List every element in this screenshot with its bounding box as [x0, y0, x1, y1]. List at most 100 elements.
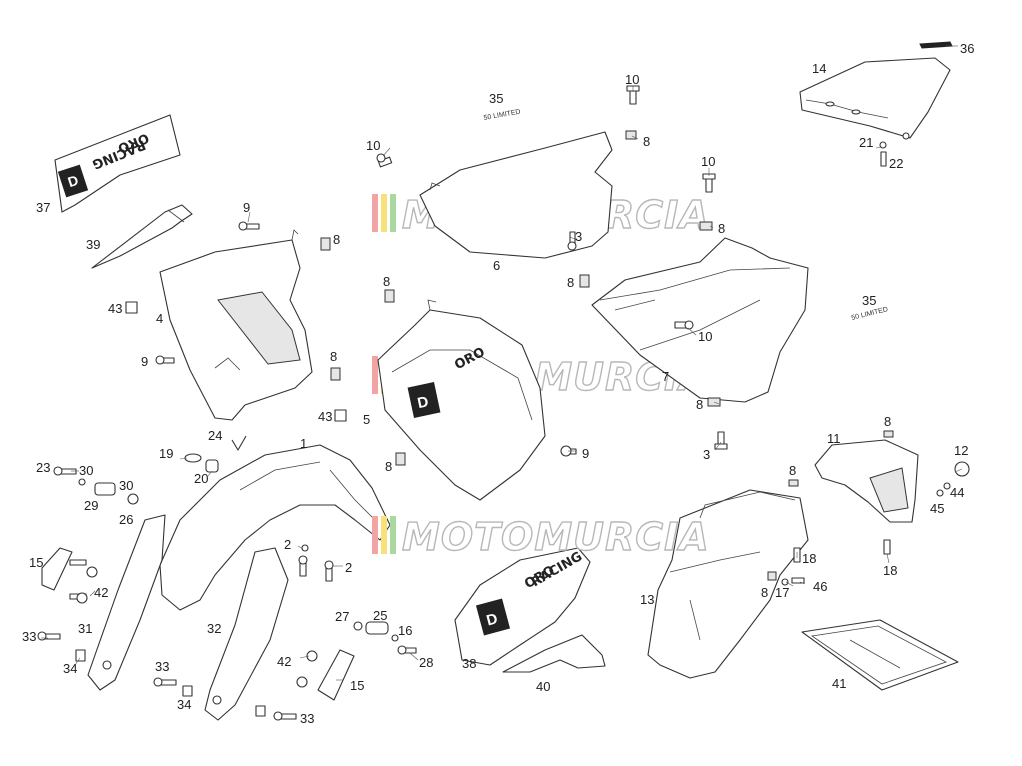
- callout-8: 8: [383, 274, 390, 289]
- callout-27: 27: [335, 609, 349, 624]
- washer-42a-icon: [86, 566, 98, 578]
- washer-17-icon: [781, 578, 789, 586]
- watermark-bottom: MOTOMURCIA: [372, 514, 710, 560]
- callout-29: 29: [84, 498, 98, 513]
- decal-letter: D: [66, 172, 81, 190]
- clip-24-icon: [231, 435, 247, 451]
- screw-10b-icon: [376, 153, 393, 168]
- watermark-stripe-yellow: [381, 516, 387, 554]
- callout-10: 10: [366, 138, 380, 153]
- watermark-stripe-green: [390, 516, 396, 554]
- screw-2b-icon: [324, 560, 334, 582]
- part-27-icon: [353, 621, 363, 631]
- callout-41: 41: [832, 676, 846, 691]
- screw-3b-icon: [714, 431, 728, 450]
- callout-26: 26: [119, 512, 133, 527]
- washer-42b-icon: [76, 592, 88, 604]
- callout-40: 40: [536, 679, 550, 694]
- callout-44: 44: [950, 485, 964, 500]
- callout-34: 34: [63, 661, 77, 676]
- washer-21-icon: [879, 141, 887, 149]
- callout-45: 45: [930, 501, 944, 516]
- callout-22: 22: [889, 156, 903, 171]
- screw-9b-icon: [155, 355, 175, 365]
- callout-8: 8: [789, 463, 796, 478]
- watermark-text: MOTOMURCIA: [402, 515, 710, 559]
- part-19-icon: [184, 453, 202, 463]
- callout-10: 10: [625, 72, 639, 87]
- callout-8: 8: [643, 134, 650, 149]
- screw-23-icon: [53, 466, 77, 476]
- clip-8d-icon: [384, 289, 395, 303]
- callout-9: 9: [141, 354, 148, 369]
- callout-33: 33: [22, 629, 36, 644]
- hardware: [37, 85, 970, 721]
- spacer-34b-icon: [182, 685, 193, 697]
- screw-33c-icon: [273, 711, 297, 721]
- callout-8: 8: [696, 397, 703, 412]
- callout-4: 4: [156, 311, 163, 326]
- screw-28-icon: [397, 645, 417, 655]
- washer-42d-icon: [296, 676, 308, 688]
- pad-43b-icon: [334, 409, 347, 422]
- callout-36: 36: [960, 41, 974, 56]
- part-14-seat: [799, 57, 951, 140]
- washer-30a-icon: [78, 478, 86, 486]
- clamp-25-icon: [365, 621, 389, 635]
- callout-8: 8: [761, 585, 768, 600]
- clip-8b-icon: [320, 237, 331, 251]
- clamp-29-icon: [94, 482, 116, 496]
- callout-14: 14: [812, 61, 826, 76]
- callout-33: 33: [155, 659, 169, 674]
- callout-31: 31: [78, 621, 92, 636]
- callout-9: 9: [582, 446, 589, 461]
- clip-8e-icon: [579, 274, 590, 288]
- callout-3: 3: [575, 229, 582, 244]
- watermark-stripe-green: [390, 194, 396, 232]
- callout-43: 43: [108, 301, 122, 316]
- callout-21: 21: [859, 135, 873, 150]
- callout-3: 3: [703, 447, 710, 462]
- callout-28: 28: [419, 655, 433, 670]
- callout-43: 43: [318, 409, 332, 424]
- limited-text-a: 50 LIMITED: [483, 109, 521, 122]
- watermark-stripe-red: [372, 194, 378, 232]
- callout-19: 19: [159, 446, 173, 461]
- screw-22-icon: [880, 151, 887, 167]
- screw-2a-icon: [298, 555, 308, 577]
- part-39-bracket: [91, 204, 193, 269]
- decal-letter: D: [416, 393, 430, 412]
- callout-8: 8: [330, 349, 337, 364]
- washer-16-icon: [391, 634, 399, 642]
- clip-8f-icon: [330, 367, 341, 381]
- callout-46: 46: [813, 579, 827, 594]
- screw-9a-icon: [238, 221, 260, 231]
- part-11-tail-bracket: [814, 439, 919, 523]
- callout-42: 42: [277, 654, 291, 669]
- plate-15a-icon: [41, 547, 87, 600]
- callout-33: 33: [300, 711, 314, 726]
- part-13-rear-fender: [647, 489, 809, 679]
- part-37-decal: D ORO RACING: [54, 114, 181, 213]
- callout-10: 10: [698, 329, 712, 344]
- washer-45-icon: [936, 489, 944, 497]
- callout-7: 7: [662, 369, 669, 384]
- callout-38: 38: [462, 656, 476, 671]
- callout-34: 34: [177, 697, 191, 712]
- callout-18: 18: [802, 551, 816, 566]
- washer-2-icon: [301, 544, 309, 552]
- callout-10: 10: [701, 154, 715, 169]
- part-36-strip: [919, 41, 953, 49]
- washer-44-icon: [943, 482, 951, 490]
- clip-8i-icon: [883, 430, 894, 438]
- clip-8k-icon: [767, 571, 777, 581]
- callout-17: 17: [775, 585, 789, 600]
- part-5-front-cover: D ORO: [377, 299, 546, 501]
- callout-25: 25: [373, 608, 387, 623]
- callout-32: 32: [207, 621, 221, 636]
- callout-15: 15: [350, 678, 364, 693]
- watermark-stripe-red: [372, 516, 378, 554]
- callout-2: 2: [345, 560, 352, 575]
- callout-2: 2: [284, 537, 291, 552]
